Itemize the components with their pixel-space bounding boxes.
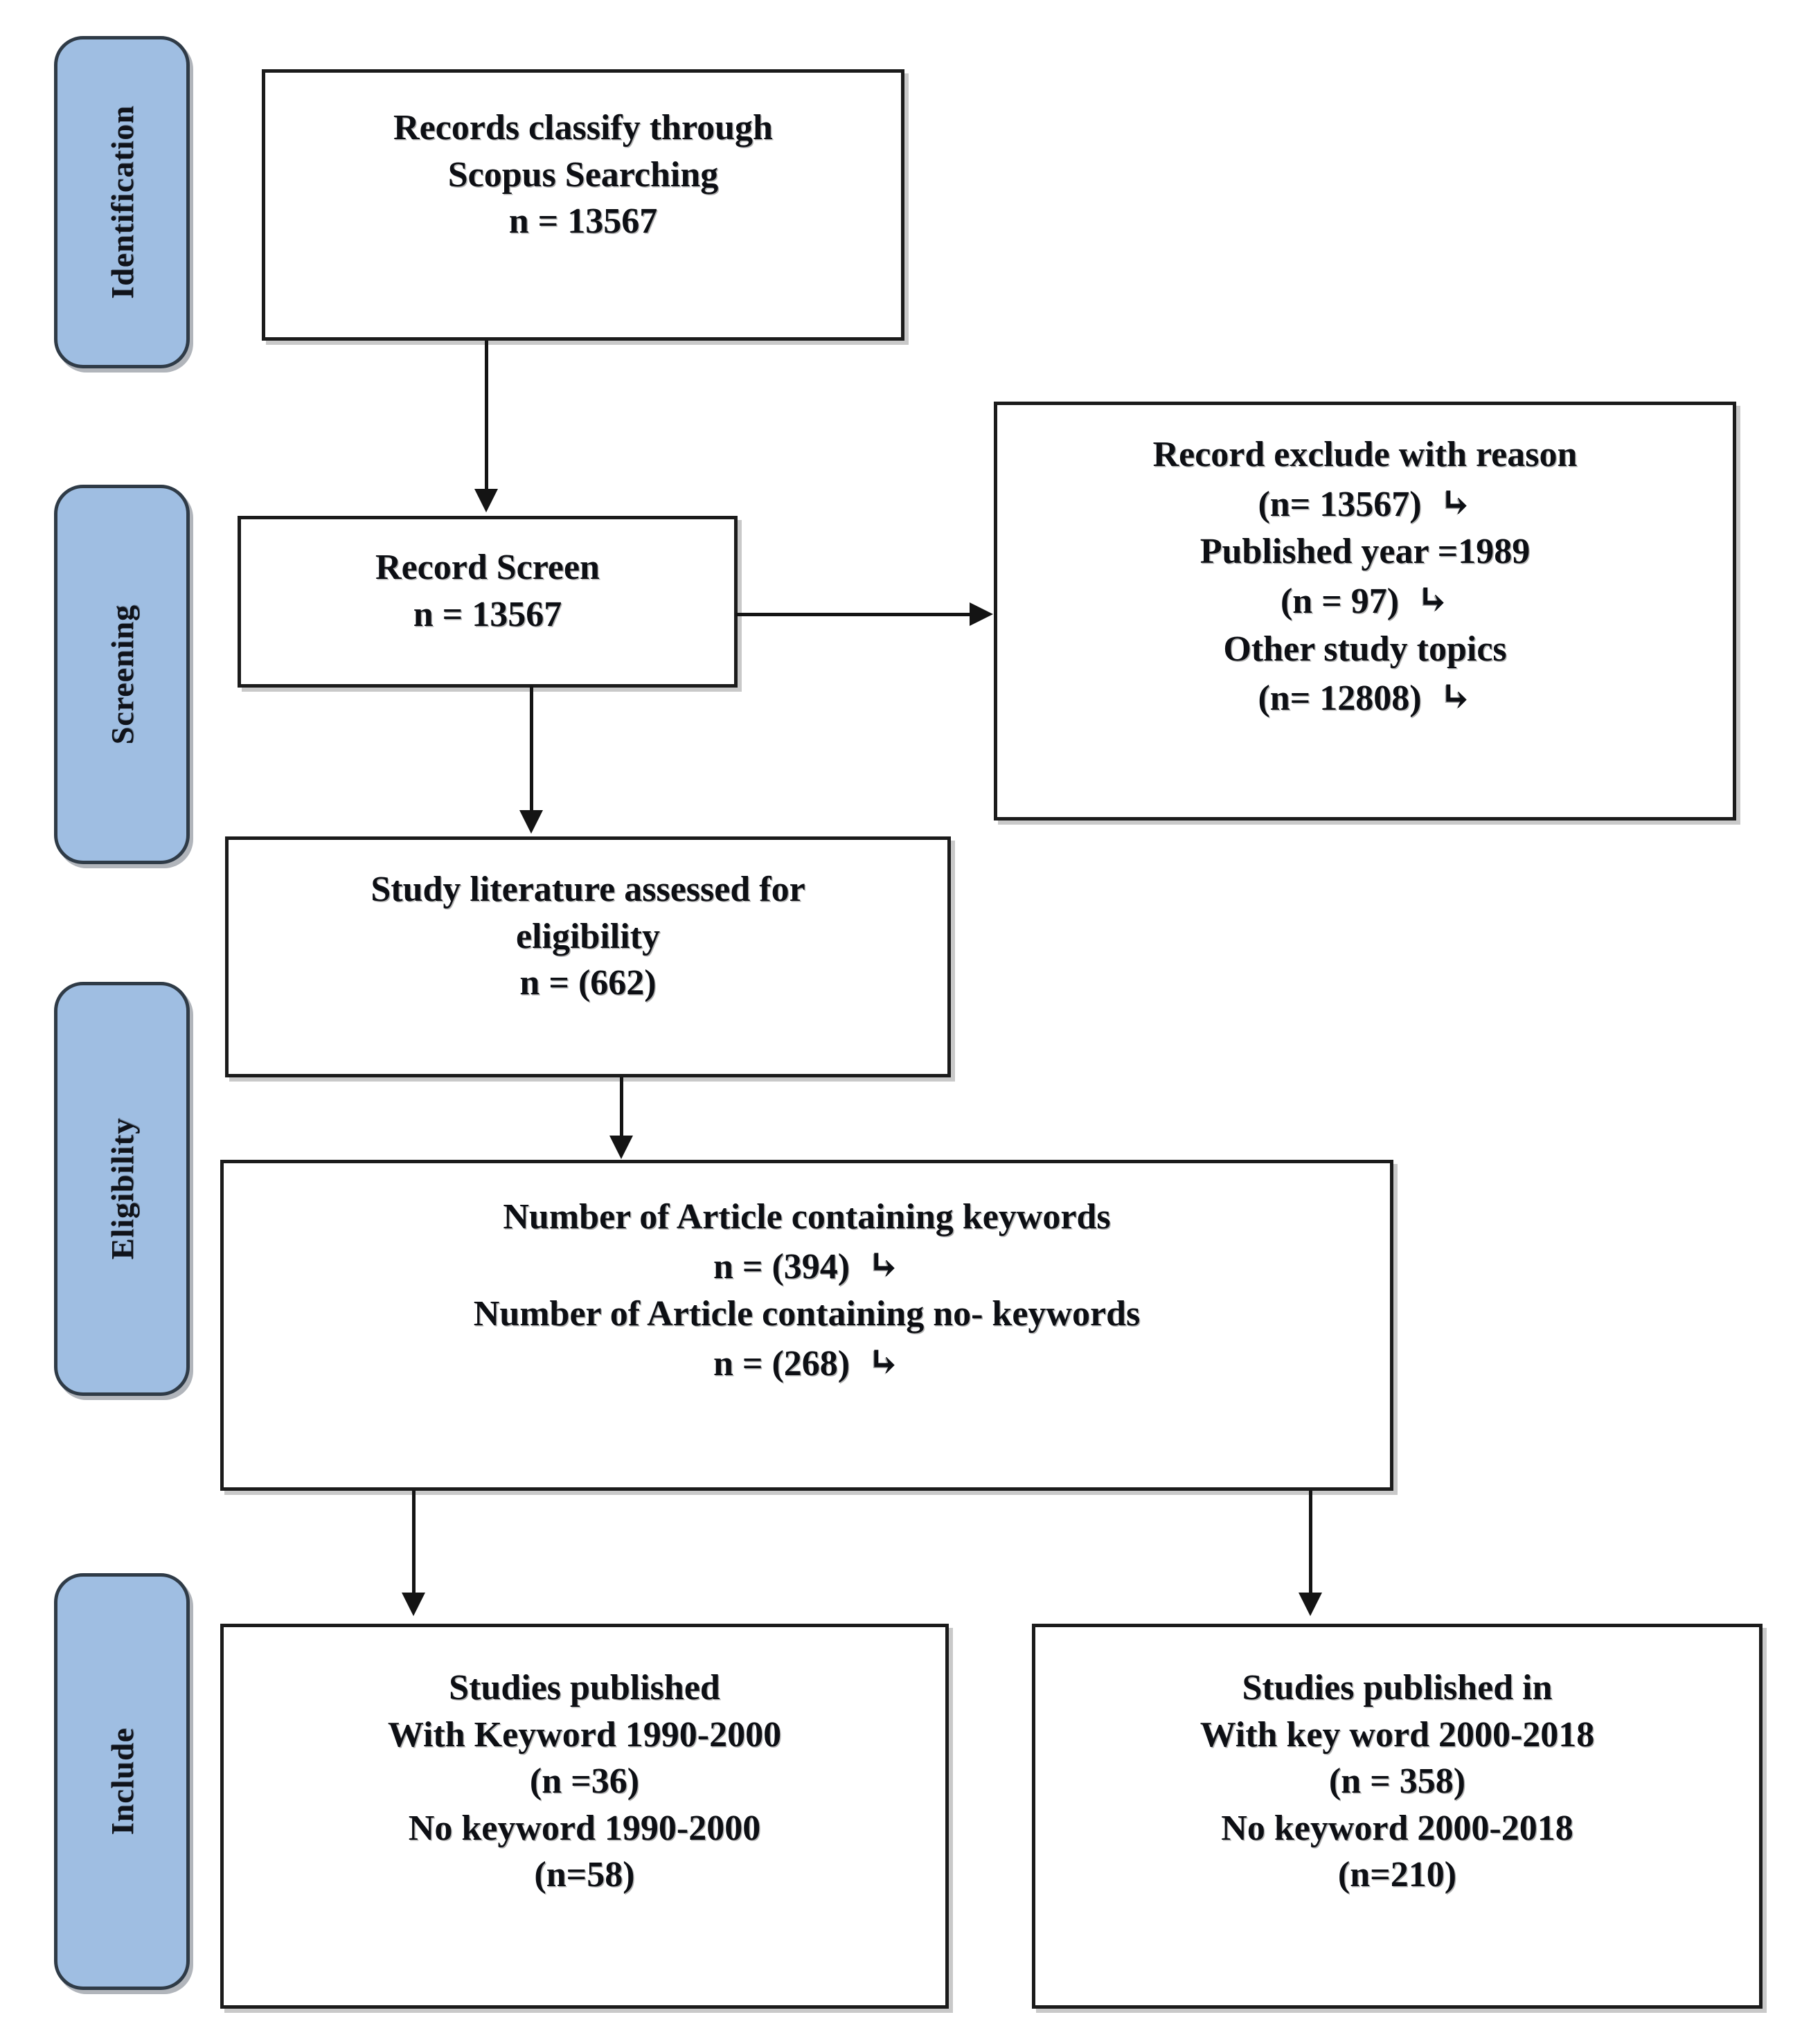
text-line: Number of Article containing no- keyword…: [473, 1294, 1141, 1334]
box-eligibility-assessed: Study literature assessed for eligibilit…: [225, 836, 951, 1077]
box-included-right-text: Studies published in With key word 2000-…: [1035, 1665, 1759, 1899]
connector-identified-to-screened: [485, 341, 488, 492]
box-records-identified: Records classify through Scopus Searchin…: [262, 69, 904, 341]
text-line: (n = 97): [997, 575, 1733, 626]
text-line: (n= 13567): [997, 478, 1733, 529]
box-included-left-text: Studies published With Keyword 1990-2000…: [224, 1665, 945, 1899]
text-line: Records classify through: [393, 108, 773, 147]
text-line: (n=210): [1337, 1855, 1457, 1895]
connector-screened-to-eligibility: [530, 685, 533, 813]
stage-pill-include: Include: [54, 1573, 190, 1990]
box-included-left: Studies published With Keyword 1990-2000…: [220, 1624, 949, 2009]
box-records-excluded-text: Record exclude with reason (n= 13567) Pu…: [997, 431, 1733, 723]
connector-keywords-to-included-right: [1309, 1491, 1312, 1595]
box-records-identified-text: Records classify through Scopus Searchin…: [265, 105, 901, 245]
text-line: Studies published in: [1242, 1668, 1553, 1707]
text-line: Study literature assessed for: [371, 870, 805, 909]
text-line: Number of Article containing keywords: [503, 1197, 1111, 1237]
arrowhead-identified-to-screened: [474, 489, 498, 512]
text-line: Other study topics: [1223, 629, 1507, 669]
arrowhead-keywords-to-included-right: [1299, 1593, 1322, 1616]
stage-label-screening: Screening: [104, 604, 140, 745]
text-line: n = 13567: [508, 201, 658, 242]
connector-keywords-to-included-left: [412, 1491, 416, 1595]
text-line: (n= 12808): [997, 672, 1733, 723]
stage-pill-identification: Identification: [54, 36, 190, 368]
box-keyword-counts-text: Number of Article containing keywords n …: [224, 1194, 1390, 1388]
text-line: Record Screen: [375, 548, 600, 587]
text-line: n = (662): [519, 963, 657, 1003]
box-records-screened: Record Screen n = 13567: [238, 516, 738, 688]
box-keyword-counts: Number of Article containing keywords n …: [220, 1160, 1393, 1491]
text-line: (n=58): [534, 1855, 635, 1895]
text-line: Studies published: [449, 1668, 720, 1707]
text-line: Published year =1989: [1199, 532, 1531, 572]
stage-label-eligibility: Eligibility: [104, 1118, 140, 1260]
arrowhead-eligibility-to-keywords: [609, 1136, 633, 1159]
text-line: (n =36): [529, 1761, 640, 1802]
text-line: With key word 2000-2018: [1199, 1714, 1595, 1755]
stage-pill-screening: Screening: [54, 485, 190, 864]
connector-screened-to-excluded: [735, 613, 971, 616]
arrowhead-screened-to-excluded: [970, 602, 993, 626]
box-records-screened-text: Record Screen n = 13567: [241, 544, 734, 638]
stage-pill-eligibility: Eligibility: [54, 982, 190, 1396]
text-line: n = (268): [224, 1338, 1390, 1388]
connector-eligibility-to-keywords: [620, 1077, 623, 1138]
stage-label-include: Include: [104, 1728, 140, 1836]
box-records-excluded: Record exclude with reason (n= 13567) Pu…: [994, 402, 1736, 821]
text-line: No keyword 1990-2000: [408, 1808, 761, 1848]
text-line: eligibility: [516, 916, 660, 956]
arrowhead-screened-to-eligibility: [519, 810, 543, 834]
text-line: With Keyword 1990-2000: [387, 1714, 782, 1755]
box-included-right: Studies published in With key word 2000-…: [1032, 1624, 1763, 2009]
text-line: No keyword 2000-2018: [1221, 1808, 1573, 1848]
box-eligibility-assessed-text: Study literature assessed for eligibilit…: [229, 866, 947, 1007]
text-line: Scopus Searching: [447, 154, 719, 195]
text-line: n = (394): [224, 1241, 1390, 1291]
text-line: n = 13567: [413, 594, 562, 634]
text-line: Record exclude with reason: [1152, 435, 1578, 474]
text-line: (n = 358): [1328, 1761, 1466, 1802]
stage-label-identification: Identification: [104, 105, 140, 299]
arrowhead-keywords-to-included-left: [402, 1593, 425, 1616]
